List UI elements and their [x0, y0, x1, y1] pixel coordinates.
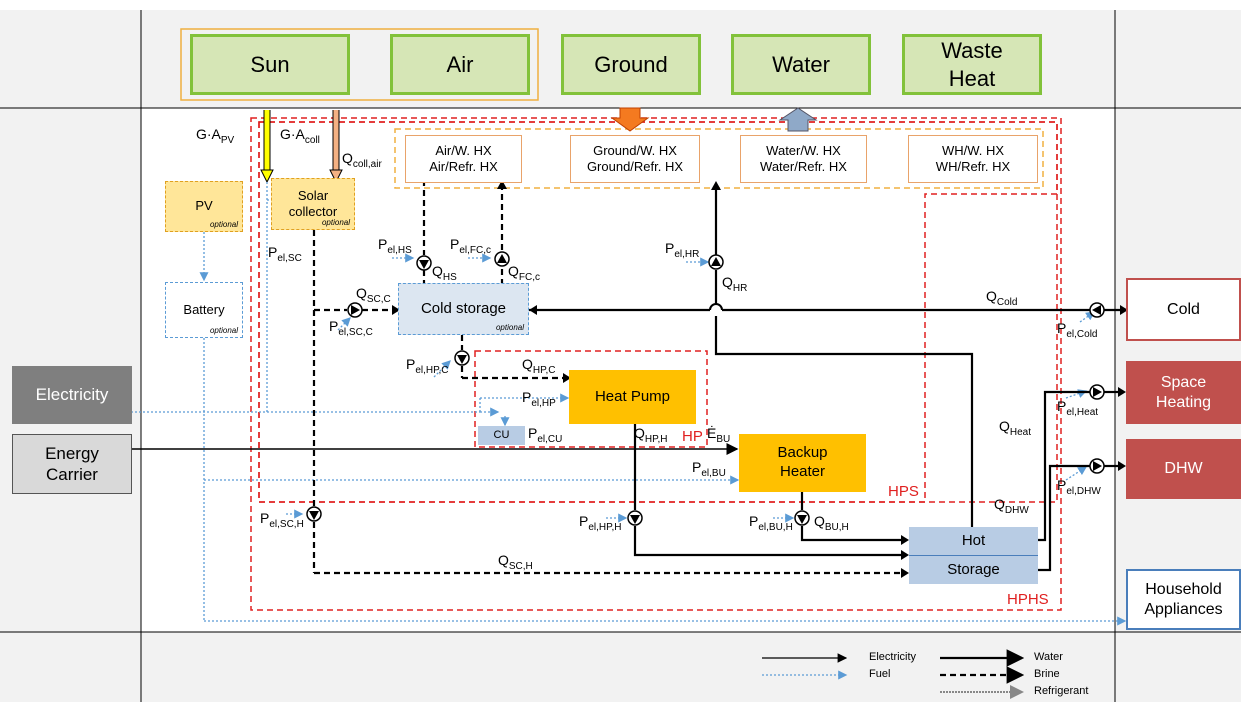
hp-boundary [474, 350, 708, 448]
legend-water: Water [1034, 651, 1063, 663]
label-p-el-heat: Pel,Heat [1057, 398, 1099, 418]
hp-tag: HP [682, 428, 703, 445]
label-p-el-hp-c: Pel,HP,C [406, 356, 449, 376]
label-p-el-sc-c: Pel,SC,C [329, 318, 373, 338]
legend-fuel: Fuel [869, 668, 891, 680]
label-q-hp-h: QHP,H [634, 425, 668, 445]
label-p-el-bu: Pel,BU [692, 459, 726, 479]
label-q-heat: QHeat [999, 418, 1032, 438]
source-water: Water [731, 34, 871, 95]
label-g-apv: G·APV [196, 126, 235, 146]
legend-electricity: Electricity [869, 651, 917, 663]
label-q-hr: QHR [722, 274, 748, 294]
label-q-bu-h: QBU,H [814, 513, 849, 533]
label-q-cold: QCold [986, 288, 1018, 308]
label-p-el-sc-h: Pel,SC,H [260, 510, 304, 530]
label-p-el-hs: Pel,HS [378, 236, 412, 256]
sun-air-group [180, 28, 539, 101]
label-p-el-cu: Pel,CU [528, 425, 563, 445]
label-q-dhw: QDHW [994, 496, 1029, 516]
hps-tag: HPS [888, 483, 919, 500]
label-p-el-bu-h: Pel,BU,H [749, 513, 793, 533]
demand-cold: Cold [1126, 278, 1241, 341]
hps-boundary [258, 121, 1058, 503]
label-p-el-hp-h: Pel,HP,H [579, 513, 622, 533]
legend-refrigerant: Refrigerant [1034, 685, 1089, 697]
hphs-boundary [250, 117, 1062, 611]
legend-brine: Brine [1034, 668, 1060, 680]
hphs-tag: HPHS [1007, 591, 1049, 608]
label-p-el-hr: Pel,HR [665, 240, 700, 260]
label-e-bu: ĖBU [707, 425, 731, 445]
hot-storage-box: Hot Storage [909, 527, 1038, 584]
demand-dhw: DHW [1126, 439, 1241, 499]
label-q-hs: QHS [432, 263, 457, 283]
bottom-panel [141, 632, 1115, 702]
left-panel [0, 10, 141, 702]
label-p-el-sc: Pel,SC [268, 244, 302, 264]
input-electricity: Electricity [12, 366, 132, 424]
label-p-el-fc: Pel,FC,c [450, 236, 492, 256]
legend [762, 649, 1025, 699]
label-p-el-dhw: Pel,DHW [1057, 477, 1101, 497]
source-sun: Sun [190, 34, 350, 95]
source-ground: Ground [561, 34, 701, 95]
label-q-fc: QFC,c [508, 263, 540, 283]
label-q-hp-c: QHP,C [522, 356, 556, 376]
source-air: Air [390, 34, 530, 95]
label-q-sc-c: QSC,C [356, 285, 391, 305]
label-p-el-cold: Pel,Cold [1057, 320, 1098, 340]
label-p-el-hp: Pel,HP [522, 389, 556, 409]
label-q-coll-air: Qcoll,air [342, 150, 382, 170]
label-q-sc-h: QSC,H [498, 552, 533, 572]
cu-box: CU [478, 426, 525, 445]
label-g-acoll: G·Acoll [280, 126, 320, 146]
heat-pump-box: Heat Pump [569, 370, 696, 424]
